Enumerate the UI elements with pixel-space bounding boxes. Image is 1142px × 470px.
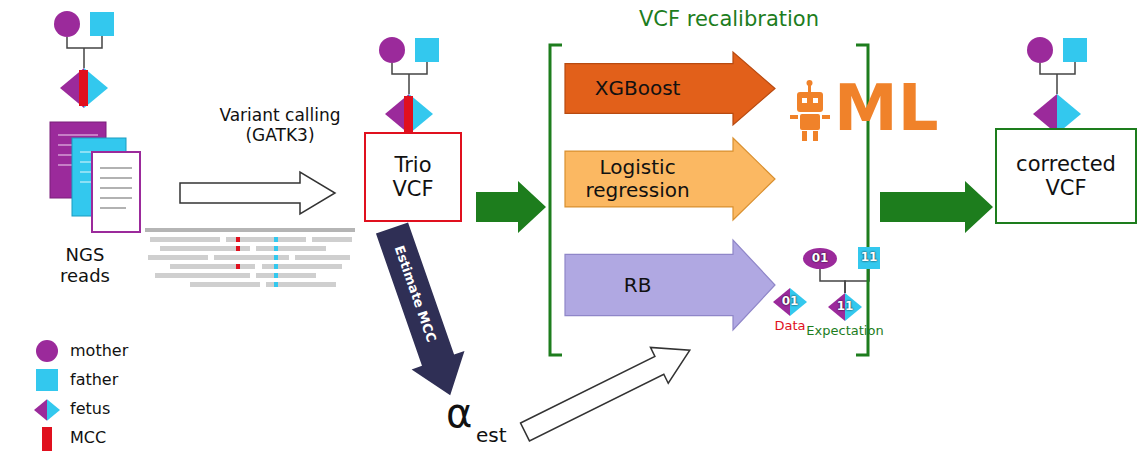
connector — [476, 181, 546, 233]
method-arrow: XGBoost — [565, 52, 775, 125]
legend-label: fetus — [70, 400, 110, 418]
genotype-diamond: 11Expectation — [803, 293, 887, 343]
method-label: Logistic regression — [571, 156, 704, 202]
estimate-arrow — [366, 219, 477, 405]
legend-label: mother — [70, 342, 128, 360]
legend-swatch — [36, 340, 58, 362]
method-label: XGBoost — [571, 77, 704, 100]
legend-label: MCC — [70, 429, 106, 447]
connector — [845, 269, 869, 293]
genotype-oval: 01 — [803, 248, 837, 269]
genotype-label: 01 — [812, 252, 829, 266]
legend-swatch — [36, 369, 58, 391]
connector — [880, 181, 993, 233]
annotation: NGS reads — [45, 245, 125, 286]
genotype-label: 11 — [861, 251, 878, 265]
method-label: RB — [571, 274, 704, 297]
input-arrow — [516, 332, 699, 450]
genotype-caption: Expectation — [803, 324, 887, 339]
genotype-square: 11 — [858, 247, 880, 269]
connector — [820, 269, 845, 293]
pedigree-icon — [54, 11, 114, 108]
legend-swatch — [42, 427, 52, 451]
genotype-diamond: 01Data — [770, 288, 810, 338]
annotation: α — [446, 390, 472, 436]
method-arrow: Logistic regression — [565, 138, 775, 220]
genotype-label: 01 — [770, 295, 810, 309]
group-title: VCF recalibration — [588, 7, 870, 31]
pedigree-icon — [379, 37, 439, 134]
box-label: Trio VCF — [372, 153, 454, 201]
process-arrow — [180, 172, 335, 214]
annotation: Variant calling (GATK3) — [215, 106, 345, 145]
box-label: corrected VCF — [1003, 152, 1129, 200]
genotype-caption: Data — [770, 319, 810, 334]
genotype-label: 11 — [803, 300, 887, 314]
legend-swatch — [34, 399, 60, 421]
robot-icon — [790, 80, 830, 141]
annotation: ML — [834, 72, 938, 146]
annotation: Estimate MCC — [384, 229, 446, 358]
vcf-box: corrected VCF — [995, 128, 1137, 224]
annotation: est — [476, 424, 507, 447]
vcf-box: Trio VCF — [364, 132, 462, 222]
method-arrow: RB — [565, 240, 775, 330]
variant-marks — [236, 237, 278, 287]
aligned-reads — [145, 228, 355, 287]
pedigree-icon — [1027, 37, 1087, 134]
legend-label: father — [70, 371, 118, 389]
reads-icon — [50, 122, 140, 232]
recalibration-bracket: VCF recalibrationXGBoostLogistic regress… — [548, 5, 870, 357]
arrow-shape — [565, 240, 775, 330]
